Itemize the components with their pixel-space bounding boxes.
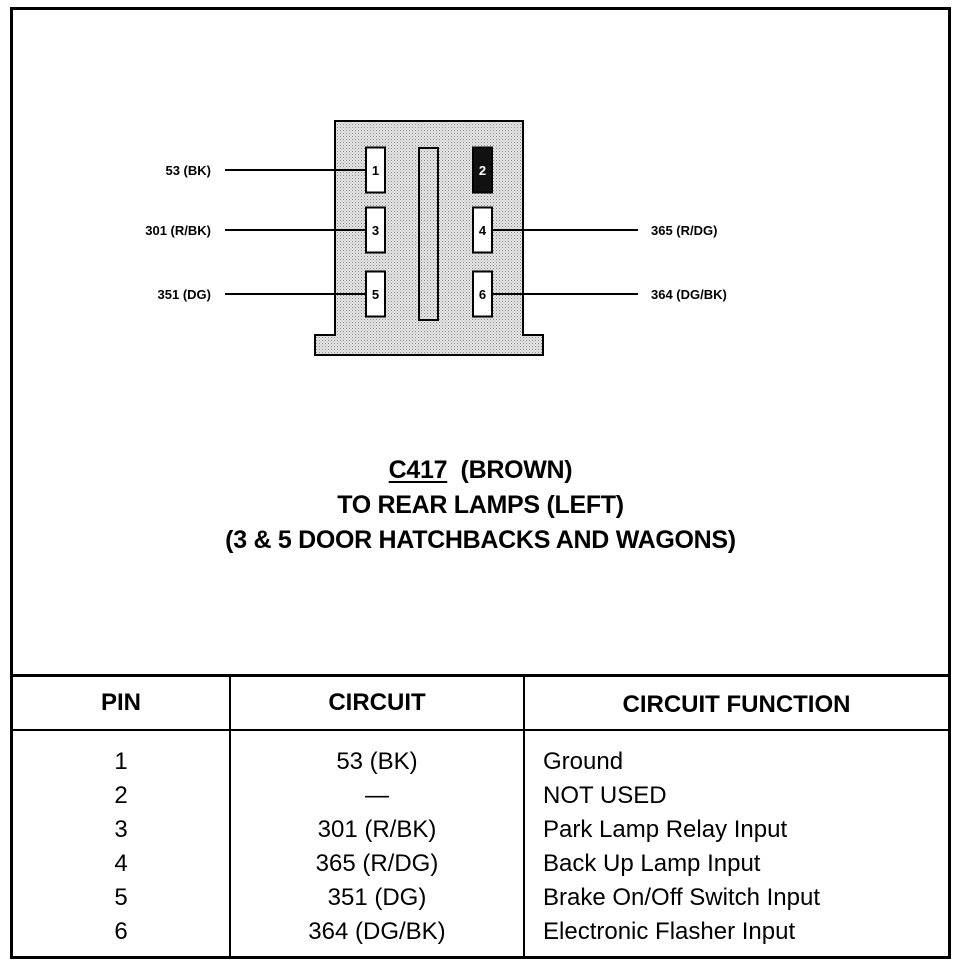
wire-label-3: 301 (R/BK) bbox=[145, 223, 211, 238]
pin-cavity-2 bbox=[472, 146, 493, 194]
connector-key-slot bbox=[418, 147, 439, 321]
cell-circuit-function: Park Lamp Relay Input bbox=[543, 816, 788, 843]
cell-pin: 3 bbox=[114, 816, 128, 843]
wire-label-5: 351 (DG) bbox=[158, 287, 211, 302]
wire-labels: 53 (BK) 301 (R/BK) 365 (R/DG) 351 (DG) 364 (… bbox=[145, 163, 727, 302]
wire-leads bbox=[225, 169, 638, 295]
diagram-sheet: 1 2 3 4 5 6 53 (BK) 301 (R/BK) 365 (R/DG) 351 (D… bbox=[10, 7, 951, 959]
cell-circuit: 364 (DG/BK) bbox=[308, 918, 446, 945]
cell-circuit: 365 (R/DG) bbox=[315, 850, 439, 877]
cell-circuit-function: Brake On/Off Switch Input bbox=[543, 884, 821, 911]
cell-pin: 5 bbox=[114, 884, 128, 911]
wire-label-4: 365 (R/DG) bbox=[651, 223, 717, 238]
cell-pin: 2 bbox=[114, 782, 128, 809]
cell-circuit: 53 (BK) bbox=[336, 748, 418, 775]
pin-number-4: 4 bbox=[479, 223, 487, 238]
wire-label-6: 364 (DG/BK) bbox=[651, 287, 727, 302]
table-column-divider bbox=[229, 677, 231, 956]
connector-title: C417 (BROWN) bbox=[13, 456, 948, 485]
connector-diagram: 1 2 3 4 5 6 53 (BK) 301 (R/BK) 365 (R/DG) 351 (D… bbox=[145, 120, 727, 356]
cell-circuit-function: Ground bbox=[543, 748, 624, 775]
table-header-divider bbox=[13, 729, 948, 731]
cell-circuit-function: Electronic Flasher Input bbox=[543, 918, 796, 945]
table-column-divider bbox=[523, 677, 525, 956]
connector-destination: TO REAR LAMPS (LEFT) bbox=[337, 491, 624, 519]
pin-function-table: PIN CIRCUIT CIRCUIT FUNCTION 1 53 (BK) Gro… bbox=[13, 674, 948, 956]
cell-circuit: 351 (DG) bbox=[327, 884, 427, 911]
header-pin: PIN bbox=[100, 689, 141, 716]
pin-number-1: 1 bbox=[372, 163, 379, 178]
cell-circuit-function: Back Up Lamp Input bbox=[543, 850, 761, 877]
pin-number-5: 5 bbox=[372, 287, 379, 302]
cell-circuit: 301 (R/BK) bbox=[317, 816, 437, 843]
cell-pin: 4 bbox=[114, 850, 128, 877]
cell-circuit-function: NOT USED bbox=[543, 782, 667, 809]
pin-number-2: 2 bbox=[479, 163, 486, 178]
wire-label-1: 53 (BK) bbox=[165, 163, 211, 178]
pin-number-6: 6 bbox=[479, 287, 486, 302]
pin-number-3: 3 bbox=[372, 223, 379, 238]
header-circuit: CIRCUIT bbox=[328, 689, 426, 716]
cell-pin: 6 bbox=[114, 918, 128, 945]
connector-color: (BROWN) bbox=[460, 456, 573, 484]
connector-application: (3 & 5 DOOR HATCHBACKS AND WAGONS) bbox=[225, 526, 736, 554]
header-circuit-function: CIRCUIT FUNCTION bbox=[622, 691, 851, 718]
cell-circuit: — bbox=[365, 782, 389, 809]
connector-id: C417 bbox=[388, 456, 448, 484]
cell-pin: 1 bbox=[114, 748, 128, 775]
